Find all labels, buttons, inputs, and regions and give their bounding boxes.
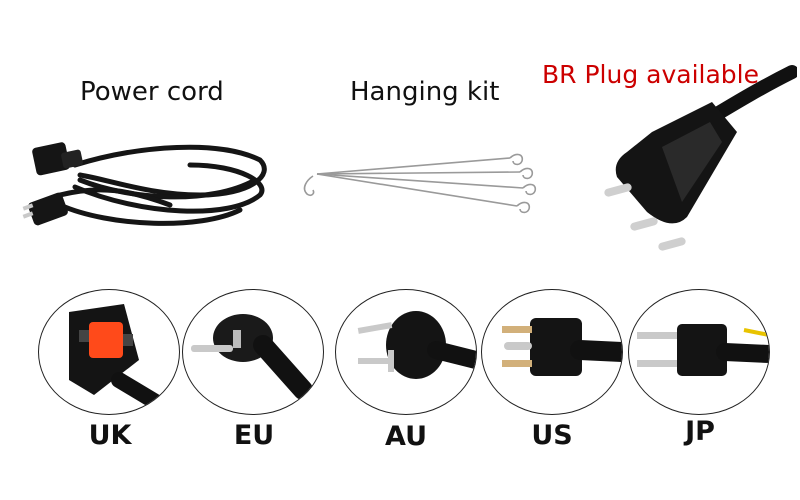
us-plug-circle (481, 289, 623, 415)
uk-plug-circle (38, 289, 180, 415)
power-cord-label: Power cord (80, 77, 224, 107)
uk-plug-label: UK (88, 420, 132, 451)
br-plug-image (604, 65, 797, 251)
br-plug-label: BR Plug available (542, 60, 759, 89)
au-plug-circle (335, 289, 477, 415)
eu-plug-label: EU (233, 420, 275, 451)
au-plug-icon (357, 311, 476, 379)
us-plug-label: US (531, 420, 573, 451)
jp-plug-circle (628, 289, 770, 415)
power-cord-image (22, 142, 267, 226)
us-plug-icon (502, 318, 622, 376)
jp-plug-icon (637, 324, 769, 376)
eu-plug-circle (182, 289, 324, 415)
eu-plug-icon (191, 314, 313, 400)
hanging-kit-label: Hanging kit (350, 77, 500, 107)
hanging-kit-image (303, 153, 537, 214)
jp-plug-label: JP (685, 416, 715, 447)
au-plug-label: AU (385, 421, 427, 452)
uk-plug-icon (69, 304, 177, 414)
